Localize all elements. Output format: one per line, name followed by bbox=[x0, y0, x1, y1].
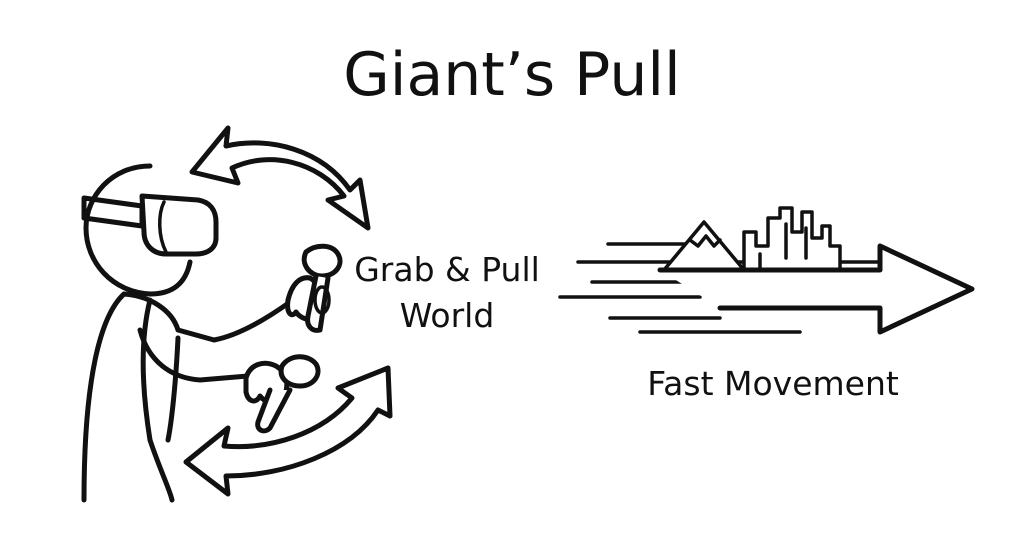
user-lower-arm bbox=[137, 327, 251, 383]
headset-visor-line bbox=[158, 200, 168, 254]
controller-upper-handle bbox=[305, 273, 331, 333]
user-head bbox=[83, 163, 193, 297]
user-inner-shoulder bbox=[140, 297, 153, 443]
user-torso-front bbox=[165, 335, 181, 443]
headset-body bbox=[139, 193, 219, 257]
grab-pull-label-line1: Grab & Pull bbox=[354, 250, 540, 289]
controller-lower-handle bbox=[255, 387, 293, 434]
fast-movement-label: Fast Movement bbox=[647, 364, 899, 403]
rotation-arrow-icon-bottom bbox=[183, 365, 393, 497]
motion-controller-icon-upper bbox=[301, 243, 343, 333]
vr-headset-icon bbox=[81, 193, 219, 257]
grab-pull-label-line2: World bbox=[400, 296, 495, 335]
controller-upper-button bbox=[313, 285, 331, 315]
forward-arrow-icon bbox=[657, 243, 975, 335]
mountain-icon bbox=[662, 220, 746, 272]
motion-controller-icon-lower bbox=[255, 354, 321, 434]
controller-upper-ring bbox=[301, 243, 343, 279]
user-back bbox=[81, 291, 127, 503]
city-skyline-icon bbox=[742, 206, 842, 272]
rotation-arrow-icon-top bbox=[189, 125, 371, 231]
user-belly bbox=[147, 437, 175, 503]
controller-lower-ring bbox=[278, 354, 321, 389]
diagram-title: Giant’s Pull bbox=[343, 40, 680, 110]
